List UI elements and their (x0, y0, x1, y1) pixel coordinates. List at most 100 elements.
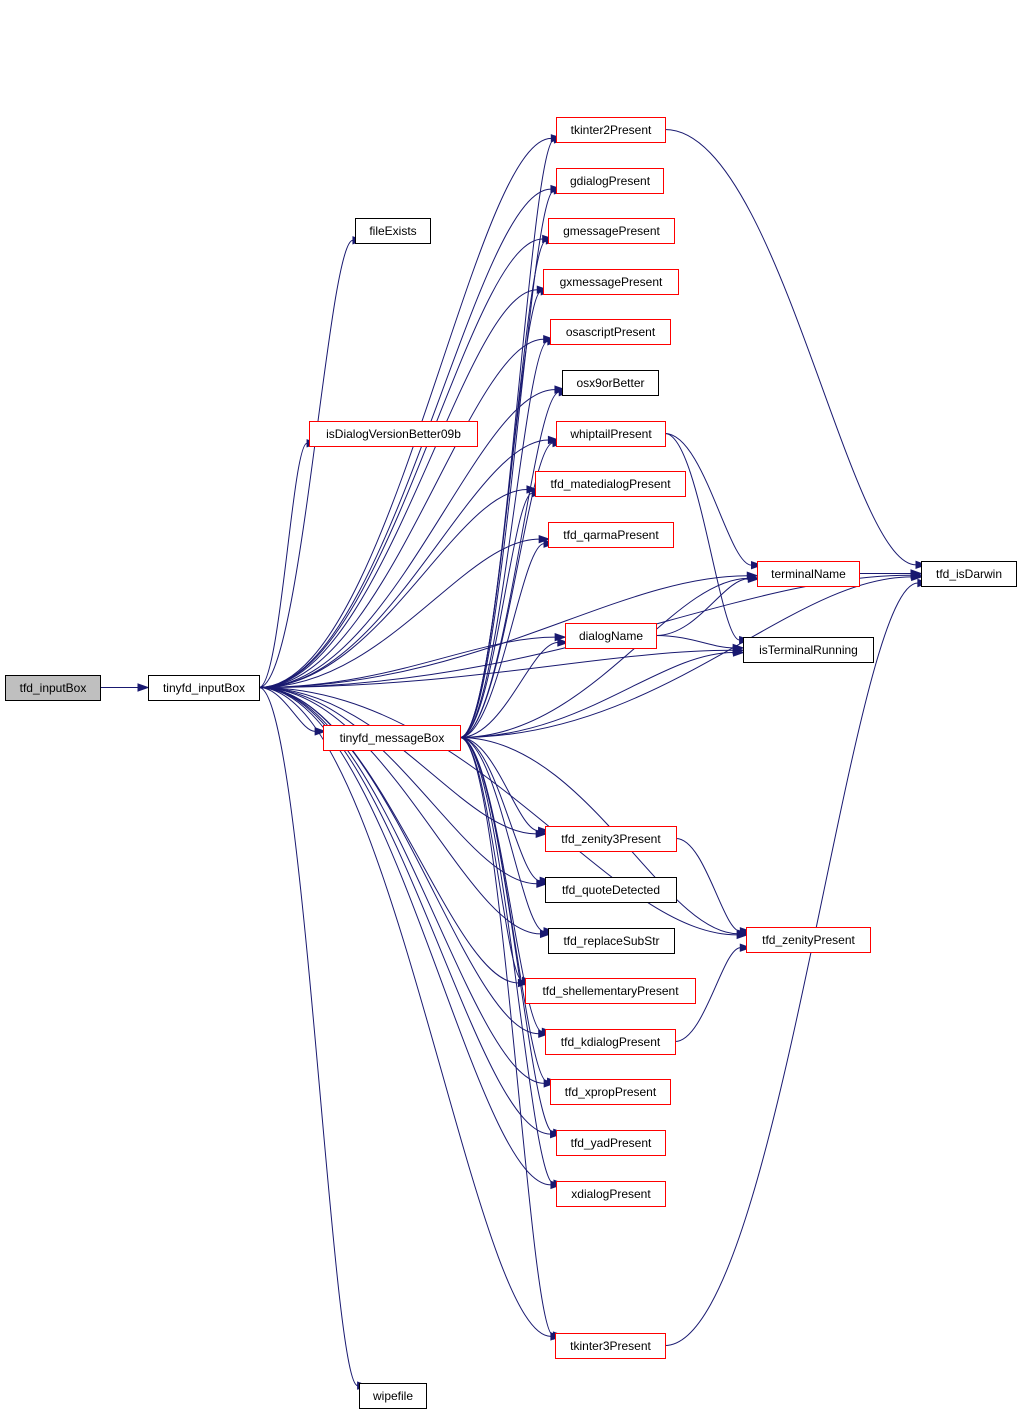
node-osascriptPresent[interactable]: osascriptPresent (550, 319, 671, 345)
edge-tfd_kdialogPresent-to-tfd_zenityPresent (674, 943, 752, 1042)
node-tfd_replaceSubStr[interactable]: tfd_replaceSubStr (548, 928, 675, 954)
edge-line (258, 538, 540, 688)
edge-line (459, 737, 554, 1134)
node-box (556, 168, 664, 194)
node-label: tfd_kdialogPresent (561, 1035, 661, 1049)
edge-line (258, 338, 544, 688)
arrowhead (739, 927, 752, 936)
node-label: tinyfd_inputBox (163, 681, 245, 695)
edge-line (459, 576, 912, 738)
edge-line (258, 636, 556, 688)
edge-line (258, 687, 316, 732)
node-label: tfd_zenity3Present (561, 832, 661, 846)
node-tfd_matedialogPresent[interactable]: tfd_matedialogPresent (535, 471, 686, 497)
edge-line (459, 189, 555, 738)
edge-whiptailPresent-to-terminalName (664, 433, 764, 570)
node-layer: tfd_inputBox tinyfd_inputBox tkinter2Prese… (5, 117, 1017, 1409)
edge-tinyfd_messageBox-to-dialogName (459, 638, 570, 738)
edge-line (258, 389, 555, 688)
edge-line (459, 340, 549, 738)
edge-line (664, 433, 752, 566)
node-label: terminalName (771, 567, 846, 581)
node-tfd_quoteDetected[interactable]: tfd_quoteDetected (545, 877, 677, 903)
node-tinyfd_messageBox[interactable]: tinyfd_messageBox (323, 725, 461, 751)
edge-line (258, 239, 354, 688)
node-wipefile[interactable]: wipefile (359, 1383, 427, 1409)
node-box (355, 218, 431, 244)
edge-dialogName-to-terminalName (655, 574, 760, 636)
node-label: tinyfd_messageBox (340, 731, 445, 745)
edge-tinyfd_inputBox-to-isDialogVersionBetter09b (258, 439, 319, 688)
node-terminalName[interactable]: terminalName (757, 561, 860, 587)
node-whiptailPresent[interactable]: whiptailPresent (556, 421, 666, 447)
node-box (556, 421, 666, 447)
node-gmessagePresent[interactable]: gmessagePresent (548, 218, 675, 244)
node-label: tfd_inputBox (20, 681, 87, 695)
node-box (545, 1029, 676, 1055)
edge-line (459, 737, 554, 1337)
node-tfd_shellementaryPresent[interactable]: tfd_shellementaryPresent (525, 978, 696, 1004)
edge-line (459, 737, 545, 932)
node-tfd_zenity3Present[interactable]: tfd_zenity3Present (545, 826, 677, 852)
edge-layer (99, 129, 930, 1390)
node-tfd_zenityPresent[interactable]: tfd_zenityPresent (746, 927, 871, 953)
edge-line (258, 687, 551, 1337)
edge-line (258, 687, 359, 1387)
edge-tfd_inputBox-to-tinyfd_inputBox (99, 683, 150, 692)
edge-line (258, 439, 549, 688)
node-isTerminalRunning[interactable]: isTerminalRunning (743, 637, 874, 663)
edge-tinyfd_inputBox-to-tinyfd_messageBox (258, 687, 327, 736)
edge-line (258, 442, 308, 688)
edge-tinyfd_inputBox-to-wipefile (258, 687, 370, 1390)
node-tkinter2Present[interactable]: tkinter2Present (556, 117, 666, 143)
node-box (309, 421, 478, 447)
node-tfd_qarmaPresent[interactable]: tfd_qarmaPresent (548, 522, 674, 548)
edge-terminalName-to-tfd_isDarwin (859, 569, 923, 578)
node-label: tfd_xpropPresent (565, 1085, 657, 1099)
node-box (556, 1181, 666, 1207)
edge-line (459, 442, 554, 738)
node-tinyfd_inputBox[interactable]: tinyfd_inputBox (148, 675, 260, 701)
node-isDialogVersionBetter09b[interactable]: isDialogVersionBetter09b (309, 421, 478, 447)
node-box (548, 522, 674, 548)
node-label: tfd_yadPresent (571, 1136, 652, 1150)
node-label: xdialogPresent (571, 1187, 651, 1201)
edge-line (258, 488, 527, 688)
edge-tkinter3Present-to-tfd_isDarwin (664, 578, 930, 1346)
edge-line (258, 289, 538, 688)
node-dialogName[interactable]: dialogName (565, 623, 657, 649)
edge-line (664, 433, 740, 641)
edge-tinyfd_messageBox-to-tfd_shellementaryPresent (459, 737, 535, 986)
node-tfd_isDarwin[interactable]: tfd_isDarwin (921, 561, 1017, 587)
edge-line (258, 137, 552, 688)
node-xdialogPresent[interactable]: xdialogPresent (556, 1181, 666, 1207)
node-gxmessagePresent[interactable]: gxmessagePresent (543, 269, 679, 295)
edge-line (664, 582, 918, 1346)
node-label: tkinter3Present (570, 1339, 651, 1353)
node-label: tfd_isDarwin (936, 567, 1002, 581)
node-label: gmessagePresent (563, 224, 660, 238)
node-tfd_xpropPresent[interactable]: tfd_xpropPresent (550, 1079, 671, 1105)
node-label: tfd_shellementaryPresent (542, 984, 679, 998)
node-box (545, 877, 677, 903)
edge-line (459, 737, 539, 832)
edge-line (258, 687, 551, 1186)
node-label: tfd_quoteDetected (562, 883, 660, 897)
arrowhead (747, 574, 760, 583)
node-tfd_kdialogPresent[interactable]: tfd_kdialogPresent (545, 1029, 676, 1055)
node-label: tfd_qarmaPresent (563, 528, 659, 542)
edge-line (459, 641, 558, 738)
edge-tinyfd_messageBox-to-tfd_zenity3Present (459, 737, 551, 836)
node-label: isTerminalRunning (759, 643, 858, 657)
node-box (556, 1130, 666, 1156)
edge-tinyfd_inputBox-to-fileExists (258, 236, 365, 688)
node-tfd_yadPresent[interactable]: tfd_yadPresent (556, 1130, 666, 1156)
node-tkinter3Present[interactable]: tkinter3Present (555, 1333, 666, 1359)
edge-line (459, 290, 542, 738)
node-tfd_inputBox[interactable]: tfd_inputBox (5, 675, 101, 701)
edge-tinyfd_messageBox-to-tfd_qarmaPresent (459, 539, 556, 738)
node-box (562, 370, 659, 396)
node-osx9orBetter[interactable]: osx9orBetter (562, 370, 659, 396)
node-gdialogPresent[interactable]: gdialogPresent (556, 168, 664, 194)
node-fileExists[interactable]: fileExists (355, 218, 431, 244)
